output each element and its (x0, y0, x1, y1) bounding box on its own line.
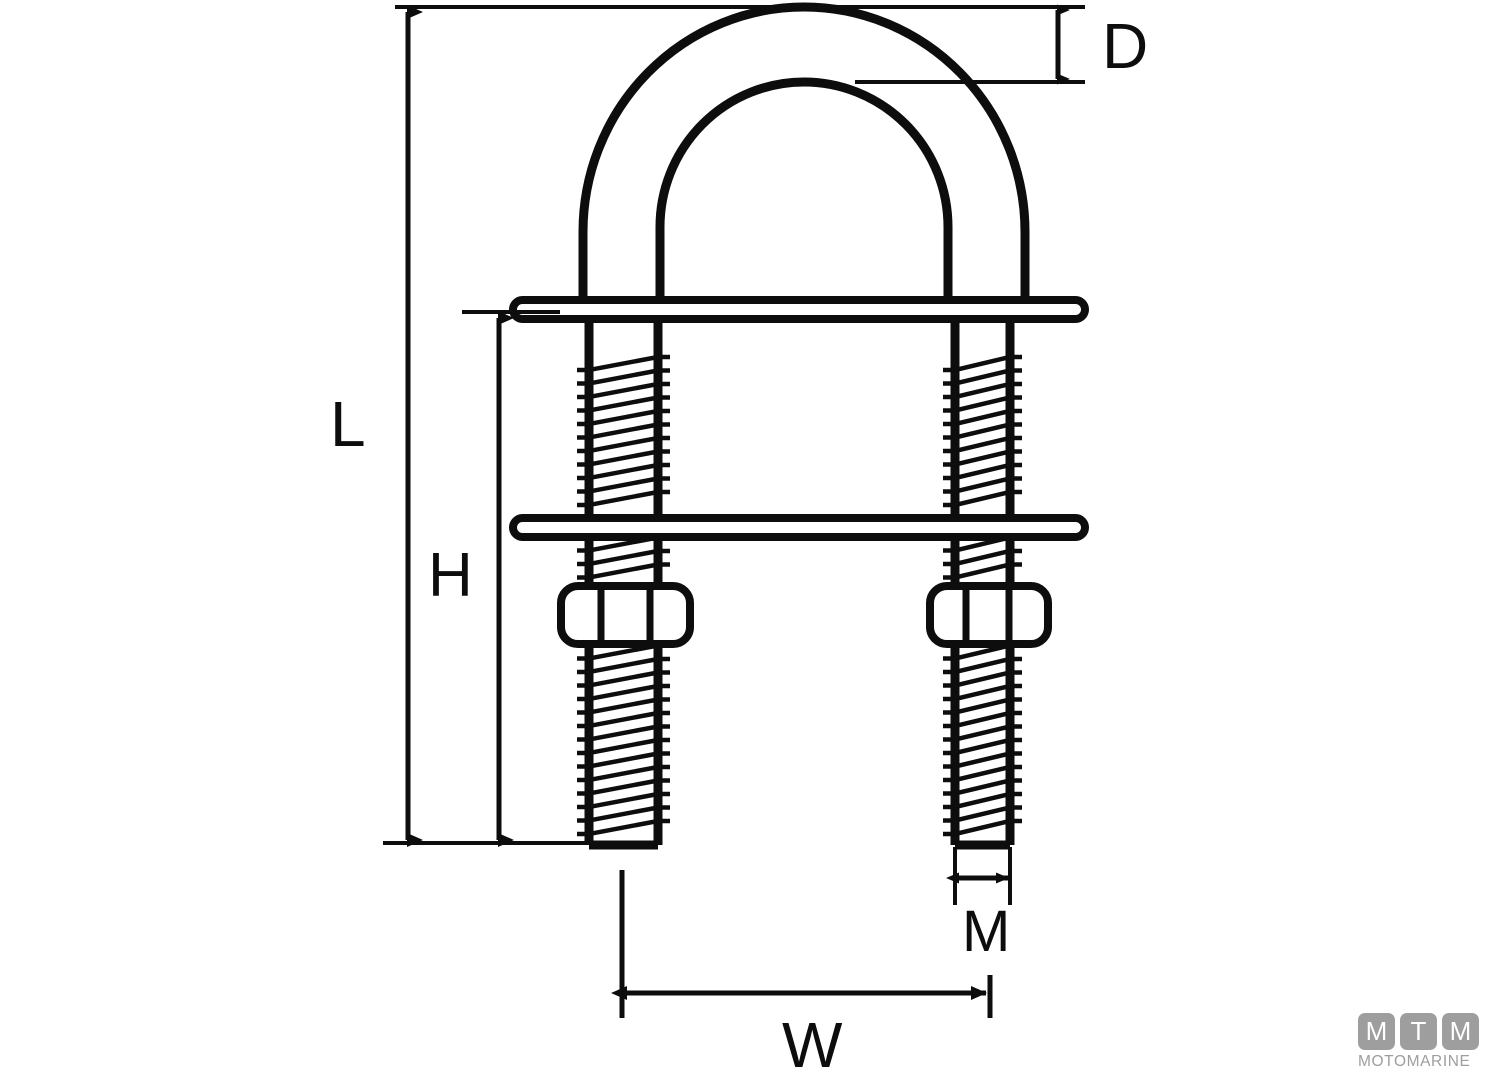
dimension-M (946, 847, 1012, 905)
ubolt-outer-arch (578, 2, 1030, 308)
ubolt-inner-arch (655, 77, 953, 308)
lower-plate (509, 514, 1089, 541)
left-nut (557, 582, 694, 648)
ubolt-body (578, 2, 1030, 308)
upper-plate (509, 296, 1089, 323)
dimension-W (611, 870, 993, 1018)
logo-tiles: M T M (1358, 1013, 1484, 1050)
logo-tile-m1: M (1358, 1013, 1395, 1050)
thread-hatching-right (957, 354, 1009, 836)
dimension-H (462, 310, 560, 847)
right-nut (926, 582, 1052, 648)
dimension-D (795, 4, 1085, 85)
dimension-label-L: L (330, 388, 366, 460)
logo-tile-t: T (1400, 1013, 1437, 1050)
motomarine-logo: M T M MOTOMARINE (1358, 1013, 1484, 1073)
logo-wordmark: MOTOMARINE (1358, 1053, 1471, 1070)
dimension-label-H: H (428, 541, 473, 610)
logo-tile-m2: M (1442, 1013, 1479, 1050)
dimension-label-W: W (782, 1009, 843, 1081)
dimension-label-D: D (1102, 10, 1149, 82)
dimension-label-M: M (962, 899, 1011, 964)
dimension-L (383, 5, 800, 847)
